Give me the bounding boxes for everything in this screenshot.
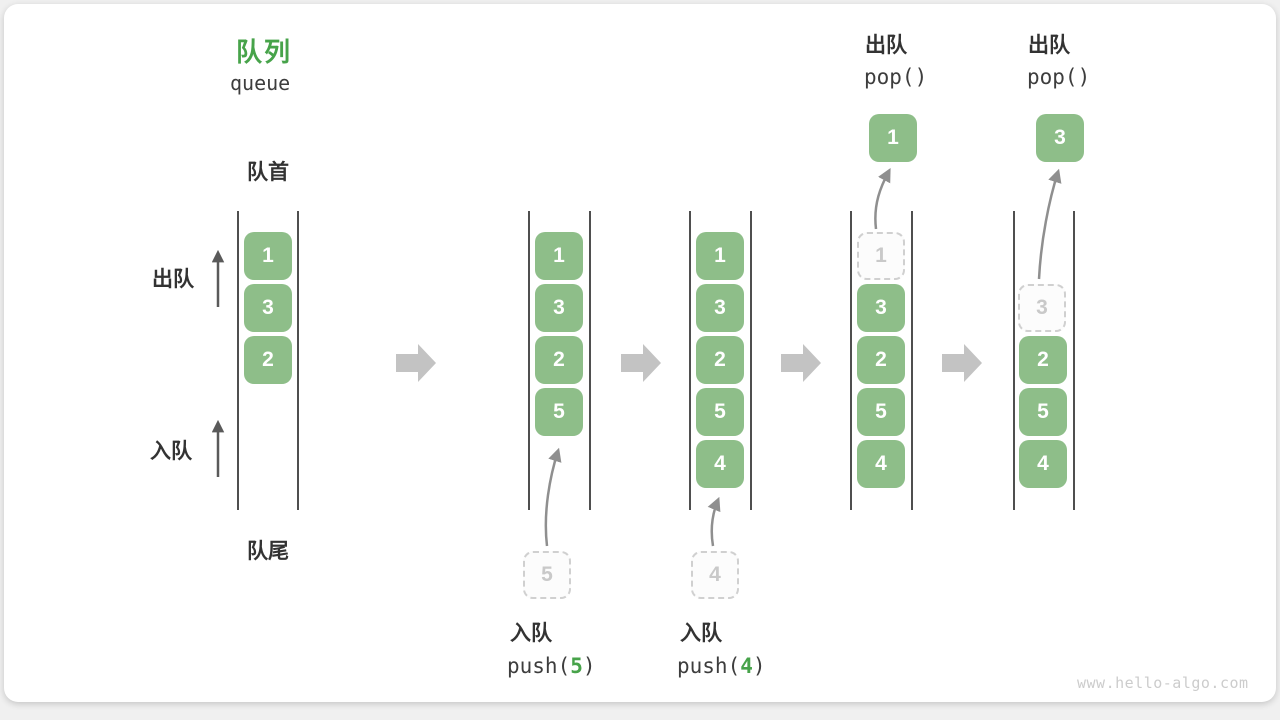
pop3-op-code: pop() xyxy=(1027,65,1091,89)
pop3-op-label: 出队 xyxy=(1028,34,1070,57)
queue-item: 3 xyxy=(696,284,744,332)
queue-wall xyxy=(750,211,752,510)
ghost-item: 1 xyxy=(857,232,905,280)
queue-rear-label: 队尾 xyxy=(247,540,289,563)
queue-wall xyxy=(850,211,852,510)
dequeue-label: 出队 xyxy=(152,268,194,291)
code-text: ) xyxy=(582,654,596,678)
queue-item: 3 xyxy=(857,284,905,332)
queue-wall xyxy=(911,211,913,510)
enqueue-label: 入队 xyxy=(150,440,192,463)
page-title: 队列 xyxy=(236,37,293,67)
queue-wall xyxy=(297,211,299,510)
queue-item: 5 xyxy=(857,388,905,436)
queue-item: 5 xyxy=(696,388,744,436)
code-text: push( xyxy=(677,654,741,678)
queue-wall xyxy=(528,211,530,510)
queue-item: 5 xyxy=(1019,388,1067,436)
queue-wall xyxy=(237,211,239,510)
watermark: www.hello-algo.com xyxy=(1077,674,1249,692)
push4-op-code: push(4) xyxy=(677,654,766,678)
queue-item: 1 xyxy=(535,232,583,280)
code-text: push( xyxy=(507,654,571,678)
staged-item: 4 xyxy=(691,551,739,599)
queue-item: 1 xyxy=(696,232,744,280)
queue-item: 1 xyxy=(244,232,292,280)
queue-item: 4 xyxy=(857,440,905,488)
pop1-op-label: 出队 xyxy=(865,34,907,57)
queue-item: 4 xyxy=(1019,440,1067,488)
queue-item: 2 xyxy=(535,336,583,384)
code-arg: 4 xyxy=(740,654,753,678)
push5-op-code: push(5) xyxy=(507,654,596,678)
queue-item: 3 xyxy=(244,284,292,332)
queue-wall xyxy=(1013,211,1015,510)
popped-item: 1 xyxy=(869,114,917,162)
queue-item: 2 xyxy=(857,336,905,384)
queue-item: 5 xyxy=(535,388,583,436)
queue-front-label: 队首 xyxy=(247,161,289,184)
popped-item: 3 xyxy=(1036,114,1084,162)
queue-wall xyxy=(1073,211,1075,510)
staged-item: 5 xyxy=(523,551,571,599)
queue-item: 3 xyxy=(535,284,583,332)
diagram-card xyxy=(4,4,1276,702)
code-arg: 5 xyxy=(570,654,583,678)
queue-wall xyxy=(589,211,591,510)
push4-op-label: 入队 xyxy=(680,622,722,645)
queue-wall xyxy=(689,211,691,510)
push5-op-label: 入队 xyxy=(510,622,552,645)
queue-item: 2 xyxy=(1019,336,1067,384)
queue-item: 4 xyxy=(696,440,744,488)
queue-item: 2 xyxy=(696,336,744,384)
ghost-item: 3 xyxy=(1018,284,1066,332)
page-subtitle: queue xyxy=(230,71,291,95)
code-text: ) xyxy=(752,654,766,678)
queue-item: 2 xyxy=(244,336,292,384)
pop1-op-code: pop() xyxy=(864,65,928,89)
